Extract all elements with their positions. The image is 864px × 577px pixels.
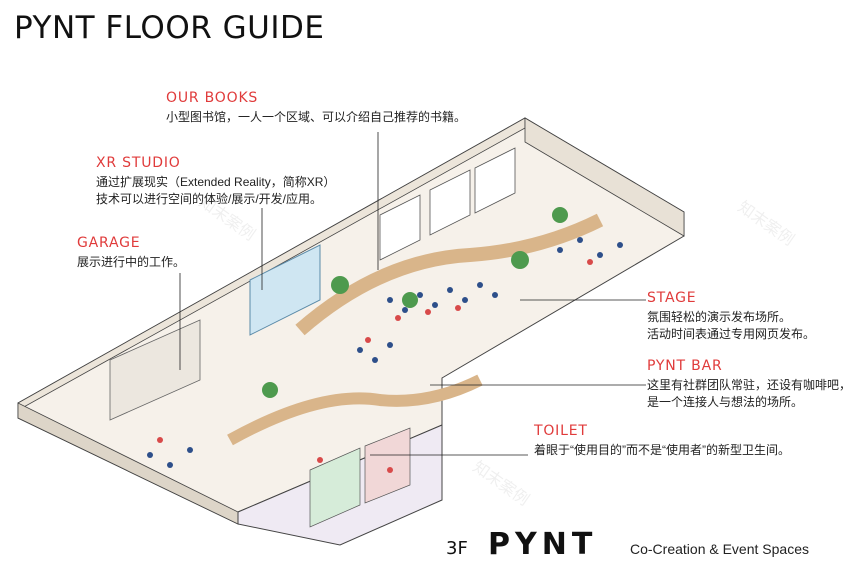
zone-label-garage: GARAGE 展示进行中的工作。 <box>77 235 185 271</box>
bookshelf <box>429 169 471 236</box>
zone-title: OUR BOOKS <box>166 90 259 106</box>
zone-description: 展示进行中的工作。 <box>77 254 185 271</box>
zone-description: 通过扩展现实（Extended Reality，简称XR） 技术可以进行空间的体… <box>96 174 335 208</box>
zone-label-stage: STAGE 氛围轻松的演示发布场所。 活动时间表通过专用网页发布。 <box>647 290 815 343</box>
plant <box>262 382 278 398</box>
xr-studio-room <box>249 244 321 336</box>
brand-logo: PYNT <box>488 527 598 562</box>
page-title: PYNT FLOOR GUIDE <box>14 10 325 46</box>
people-crowd <box>147 237 623 468</box>
floor-number: 3F <box>446 538 468 559</box>
stage-wooden-seating <box>295 213 604 336</box>
description-line: 这里有社群团队常驻，还设有咖啡吧， <box>647 378 852 392</box>
toilet-cubicle <box>364 427 411 504</box>
zone-title: GARAGE <box>77 235 141 251</box>
description-line: 活动时间表通过专用网页发布。 <box>647 327 816 341</box>
plant <box>331 276 349 294</box>
zone-title: PYNT BAR <box>647 358 723 374</box>
zone-label-our-books: OUR BOOKS 小型图书馆，一人一个区域、可以介绍自己推荐的书籍。 <box>166 90 466 126</box>
bookshelf <box>379 194 421 261</box>
zone-title: TOILET <box>534 423 588 439</box>
zone-title: XR STUDIO <box>96 155 181 171</box>
description-line: 技术可以进行空间的体验/展示/开发/应用。 <box>96 192 323 206</box>
description-line: 着眼于“使用目的”而不是“使用者”的新型卫生间。 <box>534 443 790 457</box>
zone-label-xr-studio: XR STUDIO 通过扩展现实（Extended Reality，简称XR） … <box>96 155 335 208</box>
zone-label-toilet: TOILET 着眼于“使用目的”而不是“使用者”的新型卫生间。 <box>534 423 790 459</box>
garage-area <box>109 319 201 421</box>
description-line: 展示进行中的工作。 <box>77 255 186 269</box>
zone-description: 氛围轻松的演示发布场所。 活动时间表通过专用网页发布。 <box>647 309 815 343</box>
toilet-cubicle <box>309 447 361 528</box>
bookshelf <box>474 147 516 214</box>
description-line: 氛围轻松的演示发布场所。 <box>647 310 792 324</box>
zone-label-pynt-bar: PYNT BAR 这里有社群团队常驻，还设有咖啡吧， 是一个连接人与想法的场所。 <box>647 358 851 411</box>
zone-description: 小型图书馆，一人一个区域、可以介绍自己推荐的书籍。 <box>166 109 466 126</box>
plant <box>552 207 568 223</box>
zone-description: 着眼于“使用目的”而不是“使用者”的新型卫生间。 <box>534 442 790 459</box>
zone-description: 这里有社群团队常驻，还设有咖啡吧， 是一个连接人与想法的场所。 <box>647 377 851 411</box>
plant <box>402 292 418 308</box>
right-wall <box>524 117 685 237</box>
description-line: 通过扩展现实（Extended Reality，简称XR） <box>96 175 336 189</box>
brand-tagline: Co-Creation & Event Spaces <box>630 541 809 557</box>
description-line: 小型图书馆，一人一个区域、可以介绍自己推荐的书籍。 <box>166 110 467 124</box>
zone-title: STAGE <box>647 290 697 306</box>
plant <box>511 251 529 269</box>
bar-wooden-counter <box>227 374 483 446</box>
people-crowd <box>157 259 593 473</box>
description-line: 是一个连接人与想法的场所。 <box>647 395 804 409</box>
